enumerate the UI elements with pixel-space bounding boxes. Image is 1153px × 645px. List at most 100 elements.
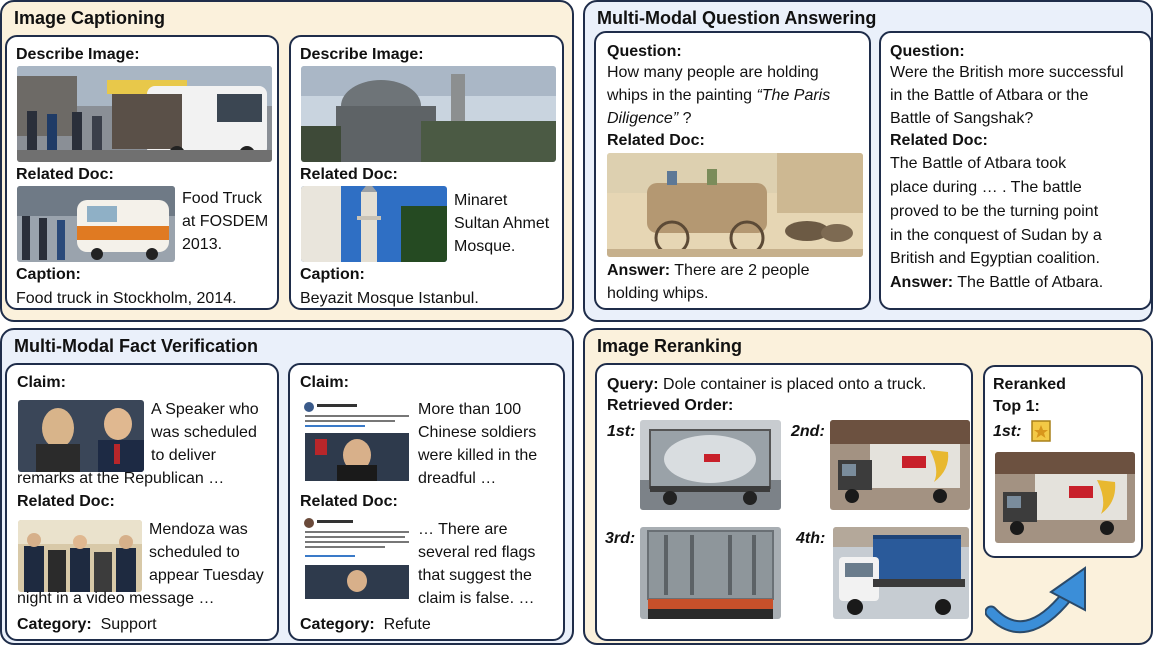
fact-verification-panel: Multi-Modal Fact Verification Claim: A S… [0,328,574,645]
doc-line-1: The Battle of Atbara took [890,155,1067,172]
mmqa-panel: Multi-Modal Question Answering Question:… [583,0,1153,322]
query-text: Dole container is placed onto a truck. [658,376,927,393]
doc-line-5: British and Egyptian coalition. [890,250,1100,267]
qa-card-1: Question: How many people are holding wh… [594,31,871,310]
minaret-image [301,186,447,262]
related-doc-text-line-3: 2013. [182,236,223,253]
related-doc-label: Related Doc: [300,166,398,183]
caption-text: Food truck in Stockholm, 2014. [16,290,237,307]
answer-line: Answer: The Battle of Atbara. [890,271,1103,294]
answer-line-2: holding whips. [607,285,709,302]
answer-label: Answer: [890,274,954,291]
reranked-card: Reranked Top 1: 1st: [983,365,1143,558]
retrieved-image-3 [640,527,781,619]
retrieved-order-label: Retrieved Order: [607,397,734,414]
doc-line-3: proved to be the turning point [890,203,1099,220]
category-label: Category: [300,616,375,633]
question-line-2: whips in the painting “The Paris [607,84,830,107]
question-text: whips in the painting [607,87,752,104]
question-line-3: Diligence” ? [607,107,691,130]
caption-label: Caption: [300,266,365,283]
answer-label: Answer: [607,262,671,279]
retrieval-card: Query: Dole container is placed onto a t… [595,363,973,641]
retrieved-image-1 [640,420,781,510]
doc-line-1: Mendoza was [149,521,248,538]
answer-text: There are 2 people [670,262,810,279]
doc-line-2: scheduled to [149,544,240,561]
category-line: Category: Support [17,613,157,636]
caption-label: Caption: [16,266,81,283]
tweet-doc-image [301,515,413,599]
doc-line-3: appear Tuesday [149,567,264,584]
caption-card-2: Describe Image: Related Doc: [289,35,564,310]
related-doc-text-line-2: at FOSDEM [182,213,269,230]
answer-line-1: Answer: There are 2 people [607,259,809,282]
question-line-1: How many people are holding [607,64,819,81]
claim-line-1: A Speaker who [151,401,259,418]
top-1-label: Top 1: [993,398,1040,415]
retrieved-image-4 [833,527,969,619]
related-doc-text-line-3: Mosque. [454,238,516,255]
related-doc-label: Related Doc: [607,132,705,149]
mosque-image [301,66,556,162]
query-line: Query: Dole container is placed onto a t… [607,373,926,396]
claim-label: Claim: [300,374,349,391]
related-doc-label: Related Doc: [890,132,988,149]
tweet-screenshot-image [301,399,413,483]
category-value: Support [100,616,157,633]
answer-text: The Battle of Atbara. [953,274,1104,291]
image-reranking-panel: Image Reranking Query: Dole container is… [583,328,1153,645]
rank-label-2: 2nd: [791,423,825,440]
top-rank-label: 1st: [993,423,1022,440]
doc-line-2: place during … . The battle [890,179,1082,196]
qa-card-2: Question: Were the British more successf… [879,31,1151,310]
doc-line-2: several red flags [418,544,536,561]
painting-image [607,153,863,257]
rerank-arrow-icon [984,562,1097,642]
question-line-3: Battle of Sangshak? [890,110,1034,127]
painting-title-part-2: Diligence” [607,110,679,127]
painting-title-part-1: “The Paris [756,87,831,104]
medal-icon [1031,420,1051,442]
question-line-2: in the Battle of Atbara or the [890,87,1089,104]
question-label: Question: [607,43,682,60]
image-captioning-panel: Image Captioning Describe Image: Relat [0,0,574,322]
fact-card-2: Claim: More than 100 Chinese soldiers we… [288,363,565,641]
fact-card-1: Claim: A Speaker who was scheduled to de… [5,363,279,641]
describe-label: Describe Image: [300,46,424,63]
category-line: Category: Refute [300,613,431,636]
claim-label: Claim: [17,374,66,391]
doc-line-3: that suggest the [418,567,532,584]
food-truck-image [17,66,272,162]
doc-line-4: claim is false. … [418,590,535,607]
claim-line-1: More than 100 [418,401,522,418]
category-label: Category: [17,616,92,633]
claim-line-3: to deliver [151,447,216,464]
panel-title: Image Reranking [597,336,743,356]
caption-card-1: Describe Image: Related Doc: [5,35,279,310]
doc-line-4: in the conquest of Sudan by a [890,227,1102,244]
reranked-top-image [995,452,1135,543]
query-label: Query: [607,376,659,393]
panel-title: Image Captioning [14,8,166,28]
related-doc-text-line-1: Food Truck [182,190,263,207]
claim-line-2: Chinese soldiers [418,424,537,441]
related-doc-label: Related Doc: [16,166,114,183]
describe-label: Describe Image: [16,46,140,63]
speaker-image [18,400,144,472]
caption-text: Beyazit Mosque Istanbul. [300,290,479,307]
question-line-1: Were the British more successful [890,64,1124,81]
rank-label-4: 4th: [796,530,826,547]
question-end: ? [678,110,692,127]
claim-line-4: remarks at the Republican … [17,470,225,487]
related-doc-label: Related Doc: [17,493,115,510]
question-label: Question: [890,43,965,60]
claim-line-4: dreadful … [418,470,497,487]
category-value: Refute [383,616,431,633]
rank-label-1: 1st: [607,423,636,440]
doc-line-4: night in a video message … [17,590,215,607]
panel-title: Multi-Modal Question Answering [597,8,877,28]
meeting-image [18,520,142,592]
panel-title: Multi-Modal Fact Verification [14,336,259,356]
van-image [17,186,175,262]
